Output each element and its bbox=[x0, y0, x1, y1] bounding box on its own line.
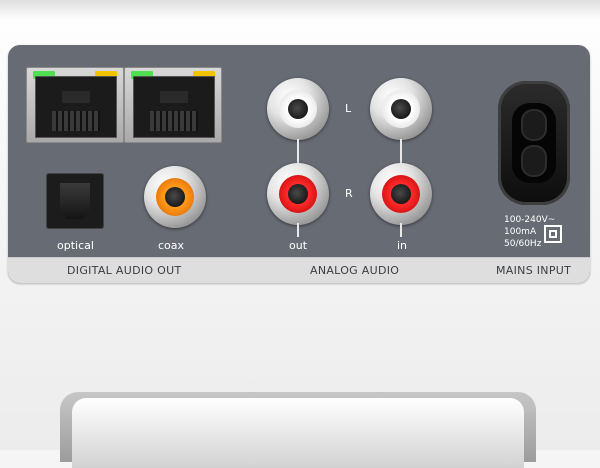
in-pair-connector bbox=[400, 139, 402, 165]
jack-center-icon bbox=[288, 184, 308, 204]
socket-blade-icon bbox=[521, 145, 547, 177]
socket-blade-icon bbox=[521, 109, 547, 141]
analog-in-label: in bbox=[397, 239, 408, 252]
optical-output-port[interactable] bbox=[46, 173, 104, 229]
device-top-edge bbox=[0, 0, 600, 22]
activity-led-icon bbox=[193, 71, 215, 79]
mains-input-label: MAINS INPUT bbox=[496, 264, 572, 277]
left-channel-label: L bbox=[345, 102, 352, 115]
jack-center-icon bbox=[165, 187, 185, 207]
mains-current: 100mA bbox=[504, 227, 537, 237]
ethernet-port-2[interactable] bbox=[124, 67, 222, 143]
double-insulation-icon bbox=[544, 225, 562, 243]
right-channel-label: R bbox=[345, 187, 353, 200]
jack-center-icon bbox=[288, 99, 308, 119]
analog-in-right-jack[interactable] bbox=[370, 163, 432, 225]
link-led-icon bbox=[33, 71, 55, 79]
optical-label: optical bbox=[57, 239, 94, 252]
mains-frequency: 50/60Hz bbox=[504, 239, 542, 249]
mains-voltage: 100-240V~ bbox=[504, 215, 556, 225]
out-pair-connector bbox=[297, 139, 299, 165]
activity-led-icon bbox=[95, 71, 117, 79]
section-label-band bbox=[8, 257, 590, 283]
jack-center-icon bbox=[391, 99, 411, 119]
ethernet-pins bbox=[150, 111, 198, 131]
analog-out-right-jack[interactable] bbox=[267, 163, 329, 225]
link-led-icon bbox=[131, 71, 153, 79]
mains-power-inlet[interactable] bbox=[498, 81, 570, 205]
ethernet-pins bbox=[52, 111, 100, 131]
stand-inner-surface bbox=[72, 398, 524, 468]
analog-out-left-jack[interactable] bbox=[267, 78, 329, 140]
ethernet-jack bbox=[133, 76, 215, 138]
in-caption-connector bbox=[400, 223, 402, 237]
coax-label: coax bbox=[158, 239, 185, 252]
analog-in-left-jack[interactable] bbox=[370, 78, 432, 140]
analog-audio-label: ANALOG AUDIO bbox=[310, 264, 400, 277]
ethernet-jack bbox=[35, 76, 117, 138]
digital-audio-out-label: DIGITAL AUDIO OUT bbox=[67, 264, 182, 277]
rear-connector-panel: optical coax out L R in 100-240V~ 100mA … bbox=[8, 45, 590, 283]
ethernet-latch bbox=[62, 91, 90, 103]
device-stand-cutout bbox=[60, 392, 536, 468]
coax-output-jack[interactable] bbox=[144, 166, 206, 228]
ethernet-latch bbox=[160, 91, 188, 103]
out-caption-connector bbox=[297, 223, 299, 237]
power-socket-icon bbox=[512, 103, 556, 183]
jack-center-icon bbox=[391, 184, 411, 204]
analog-out-label: out bbox=[289, 239, 308, 252]
ethernet-port-1[interactable] bbox=[26, 67, 124, 143]
toslink-shape-icon bbox=[60, 183, 90, 219]
